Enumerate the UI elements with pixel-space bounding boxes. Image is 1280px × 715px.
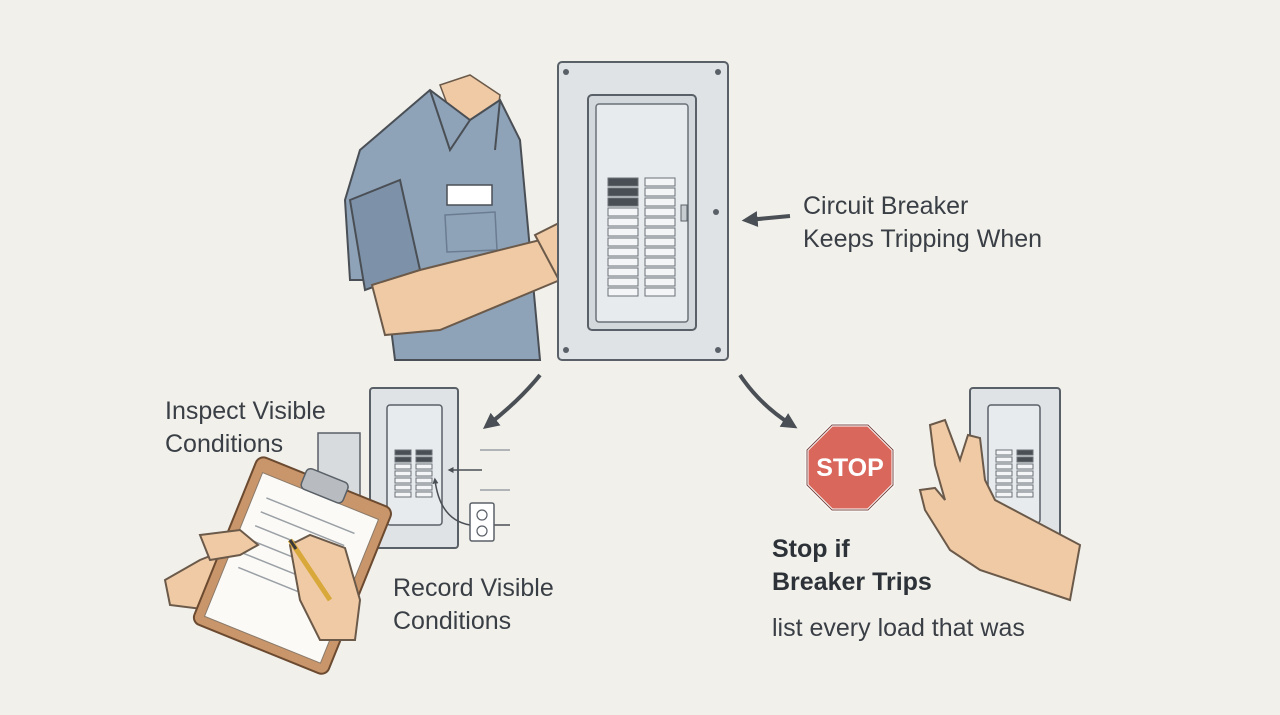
stop-panel [969, 387, 1061, 539]
breaker-switch [1016, 463, 1034, 470]
clipboard-figure [163, 456, 392, 675]
breaker-switch [607, 187, 639, 197]
breaker-switch [394, 477, 412, 484]
breaker-switch [644, 197, 676, 207]
breaker-switch [415, 484, 433, 491]
breaker-switch [607, 207, 639, 217]
breaker-switch [644, 277, 676, 287]
breaker-switch [1016, 491, 1034, 498]
breaker-switch [1016, 470, 1034, 477]
stop-sign-icon: STOP [805, 423, 895, 512]
label-stop-line1: Stop if [772, 535, 850, 563]
breaker-switch [607, 217, 639, 227]
breaker-switch [995, 477, 1013, 484]
label-stop: Stop if Breaker Trips [772, 533, 932, 599]
breaker-switch [415, 477, 433, 484]
breaker-switch [394, 484, 412, 491]
breaker-switch [644, 227, 676, 237]
label-inspect-line1: Inspect Visible [165, 397, 326, 425]
label-record: Record Visible Conditions [393, 572, 554, 638]
breaker-switch [995, 449, 1013, 456]
breaker-switch [1016, 484, 1034, 491]
breaker-switch [995, 470, 1013, 477]
label-inspect: Inspect Visible Conditions [165, 395, 326, 461]
breaker-switch [607, 277, 639, 287]
breaker-switch [394, 491, 412, 498]
right-breaker-rows [995, 449, 1034, 498]
breaker-switch [644, 247, 676, 257]
breaker-switch [1016, 456, 1034, 463]
breaker-switch [644, 287, 676, 297]
label-record-line1: Record Visible [393, 574, 554, 602]
label-stop-line2: Breaker Trips [772, 568, 932, 596]
breaker-switch [995, 491, 1013, 498]
breaker-switch [607, 237, 639, 247]
outlet [469, 502, 495, 542]
breaker-switch [995, 484, 1013, 491]
label-list-note: list every load that was [772, 614, 1025, 642]
breaker-switch [415, 456, 433, 463]
raised-hand-icon [918, 418, 1082, 602]
breaker-switch [644, 177, 676, 187]
name-badge [446, 184, 493, 206]
breaker-switch [644, 267, 676, 277]
breaker-switch [415, 491, 433, 498]
breaker-switch [415, 463, 433, 470]
breaker-switch-rows [607, 177, 676, 297]
left-breaker-rows [394, 449, 433, 498]
breaker-switch [1016, 477, 1034, 484]
breaker-switch [607, 247, 639, 257]
breaker-switch [607, 197, 639, 207]
breaker-switch [607, 287, 639, 297]
label-circuit-breaker: Circuit Breaker Keeps Tripping When [803, 190, 1042, 256]
breaker-switch [644, 207, 676, 217]
arrow-to-panel [741, 211, 791, 228]
label-record-line2: Conditions [393, 607, 512, 635]
breaker-switch [394, 456, 412, 463]
breaker-switch [394, 463, 412, 470]
stop-sign-text: STOP [816, 454, 884, 482]
breaker-switch [607, 177, 639, 187]
breaker-switch [644, 187, 676, 197]
breaker-switch [415, 470, 433, 477]
breaker-switch [394, 449, 412, 456]
breaker-switch [607, 227, 639, 237]
breaker-switch [644, 257, 676, 267]
main-breaker-panel [557, 61, 729, 361]
inspect-panel [317, 387, 510, 549]
arrow-to-stop [738, 373, 798, 429]
breaker-switch [394, 470, 412, 477]
label-inspect-line2: Conditions [165, 430, 284, 458]
label-circuit-breaker-line1: Circuit Breaker [803, 192, 969, 220]
breaker-switch [415, 449, 433, 456]
breaker-switch [644, 237, 676, 247]
breaker-switch [607, 267, 639, 277]
breaker-switch [995, 463, 1013, 470]
breaker-switch [644, 217, 676, 227]
arrow-to-inspect [482, 373, 542, 429]
breaker-switch [607, 257, 639, 267]
label-circuit-breaker-line2: Keeps Tripping When [803, 225, 1043, 253]
breaker-switch [1016, 449, 1034, 456]
breaker-switch [995, 456, 1013, 463]
